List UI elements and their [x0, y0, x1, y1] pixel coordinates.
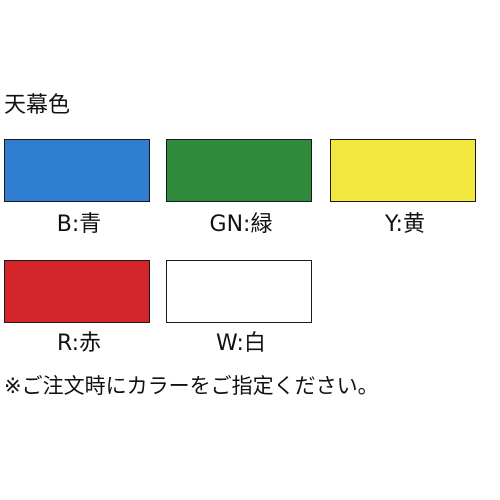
color-swatch-blue — [4, 139, 150, 202]
color-label-green: GN:緑 — [209, 212, 273, 237]
color-swatch-white — [166, 260, 312, 323]
color-swatch-red — [4, 260, 150, 323]
color-swatch-yellow — [330, 139, 476, 202]
order-note: ※ご注文時にカラーをご指定ください。 — [4, 374, 379, 398]
color-label-white: W:白 — [216, 331, 266, 356]
color-label-blue: B:青 — [56, 212, 102, 237]
color-label-red: R:赤 — [56, 331, 102, 356]
canopy-color-title: 天幕色 — [4, 93, 71, 118]
color-label-yellow: Y:黄 — [385, 212, 425, 237]
color-swatch-green — [166, 139, 312, 202]
